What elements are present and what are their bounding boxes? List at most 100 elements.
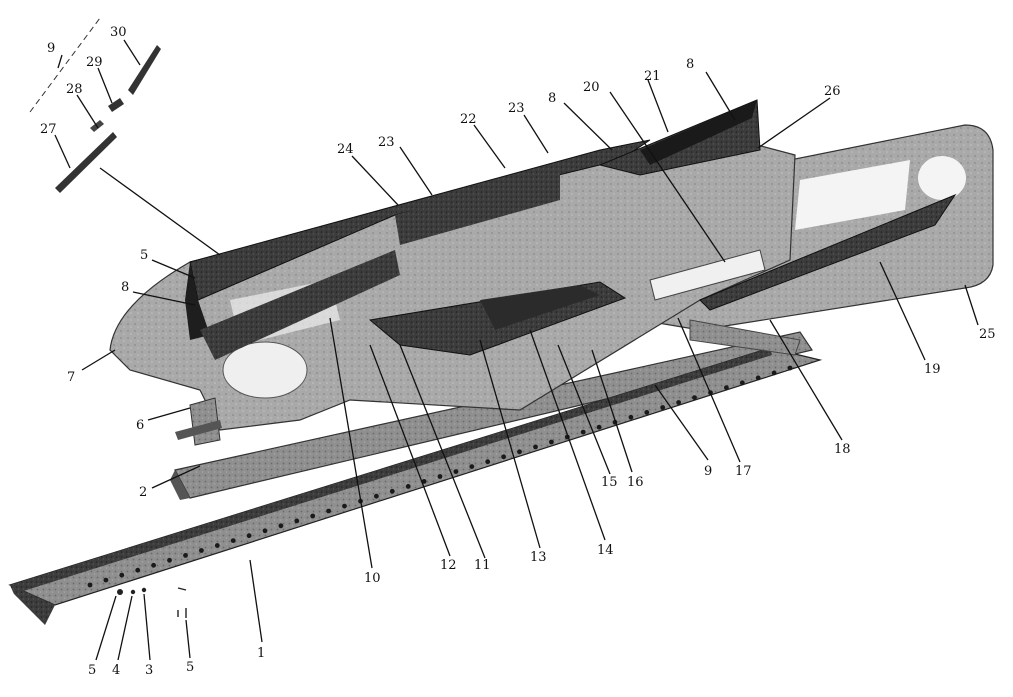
leader-9-right	[654, 384, 709, 461]
rivet	[199, 548, 204, 553]
rivet	[485, 459, 491, 465]
rivet	[644, 410, 650, 415]
leader-17	[677, 317, 741, 463]
callout-4: 4	[112, 663, 120, 678]
leader-2	[151, 465, 201, 489]
rivet	[596, 424, 602, 430]
leader-1	[249, 559, 263, 643]
leader-22	[473, 124, 506, 169]
leader-7	[81, 349, 116, 371]
leader-30	[123, 39, 141, 66]
lower-right-strip	[699, 193, 957, 311]
leader-26	[757, 97, 831, 149]
callout-20: 20	[583, 80, 600, 95]
callout-9: 9	[47, 41, 55, 56]
callout-26: 26	[824, 84, 841, 99]
leader-10	[329, 317, 373, 569]
callout-5-top: 5	[140, 248, 148, 263]
rivet	[151, 562, 157, 568]
rivet	[103, 577, 109, 583]
rivet	[310, 513, 316, 519]
callout-29: 29	[86, 55, 103, 70]
leader-5-bottom-left	[95, 595, 117, 661]
rivet	[787, 365, 793, 371]
leader-15	[557, 344, 611, 475]
rivet	[167, 557, 172, 563]
rivet-row	[87, 365, 793, 588]
callout-21: 21	[644, 69, 661, 84]
callout-23-right: 23	[508, 101, 525, 116]
callout-2: 2	[139, 485, 147, 500]
callout-30: 30	[110, 25, 127, 40]
rivet	[246, 533, 252, 539]
leader-6	[147, 407, 191, 421]
callout-5-bottom-left: 5	[88, 663, 96, 678]
rivet	[517, 449, 522, 455]
callout-5-bottom: 5	[186, 660, 194, 675]
rivet	[771, 370, 777, 376]
callout-28: 28	[66, 82, 83, 97]
rivet	[342, 503, 347, 509]
leader-28	[76, 94, 99, 129]
callout-22: 22	[460, 112, 477, 127]
callout-15: 15	[601, 475, 618, 490]
leader-20	[609, 91, 726, 263]
callout-8-top: 8	[686, 57, 694, 72]
rivet	[262, 528, 268, 534]
callout-3: 3	[145, 663, 153, 678]
leader-8-top	[705, 71, 736, 121]
rivet	[87, 582, 93, 588]
rivet	[405, 484, 411, 489]
callout-13: 13	[530, 550, 547, 565]
front-upper-panel	[185, 250, 400, 360]
rivet	[230, 538, 236, 543]
upper-right-wedge	[598, 99, 761, 176]
rivet	[724, 385, 729, 391]
rivet	[692, 395, 697, 400]
rivet	[676, 400, 681, 405]
callout-8-left: 8	[121, 280, 129, 295]
leader-27	[54, 134, 71, 169]
rivet	[453, 469, 459, 474]
callout-8-mid: 8	[548, 91, 556, 106]
leader-5-bottom	[185, 619, 191, 659]
leader-14	[529, 329, 606, 541]
rivet	[501, 454, 506, 460]
callout-24: 24	[337, 142, 354, 157]
callout-10: 10	[364, 571, 381, 586]
rivet	[183, 553, 188, 558]
leader-8-mid	[563, 102, 613, 151]
rivet	[135, 567, 141, 573]
leader-25	[964, 284, 979, 326]
leader-19	[879, 261, 926, 361]
rivet	[628, 414, 634, 420]
callout-17: 17	[735, 464, 752, 479]
leader-11	[399, 344, 486, 559]
callout-14: 14	[597, 543, 614, 558]
rivet	[294, 518, 300, 524]
leader-13	[479, 339, 541, 549]
leader-3	[143, 593, 151, 661]
rivet	[119, 572, 125, 578]
leader-4	[117, 595, 133, 661]
rivet	[214, 543, 220, 548]
rivet	[549, 439, 554, 445]
rivet	[755, 375, 761, 381]
callout-11: 11	[474, 558, 491, 573]
rivet	[533, 444, 538, 450]
leader-21	[647, 79, 669, 133]
inner-frame	[368, 281, 627, 356]
leader-16	[591, 349, 633, 473]
rivet	[326, 508, 331, 514]
rivet	[374, 493, 379, 499]
leader-12	[369, 344, 451, 557]
callout-9-right: 9	[704, 464, 712, 479]
fasteners	[117, 587, 187, 618]
leader-18	[769, 319, 843, 441]
rivet	[660, 405, 666, 410]
leader-24	[351, 155, 399, 206]
leader-9	[57, 54, 63, 69]
callout-23-left: 23	[378, 135, 395, 150]
